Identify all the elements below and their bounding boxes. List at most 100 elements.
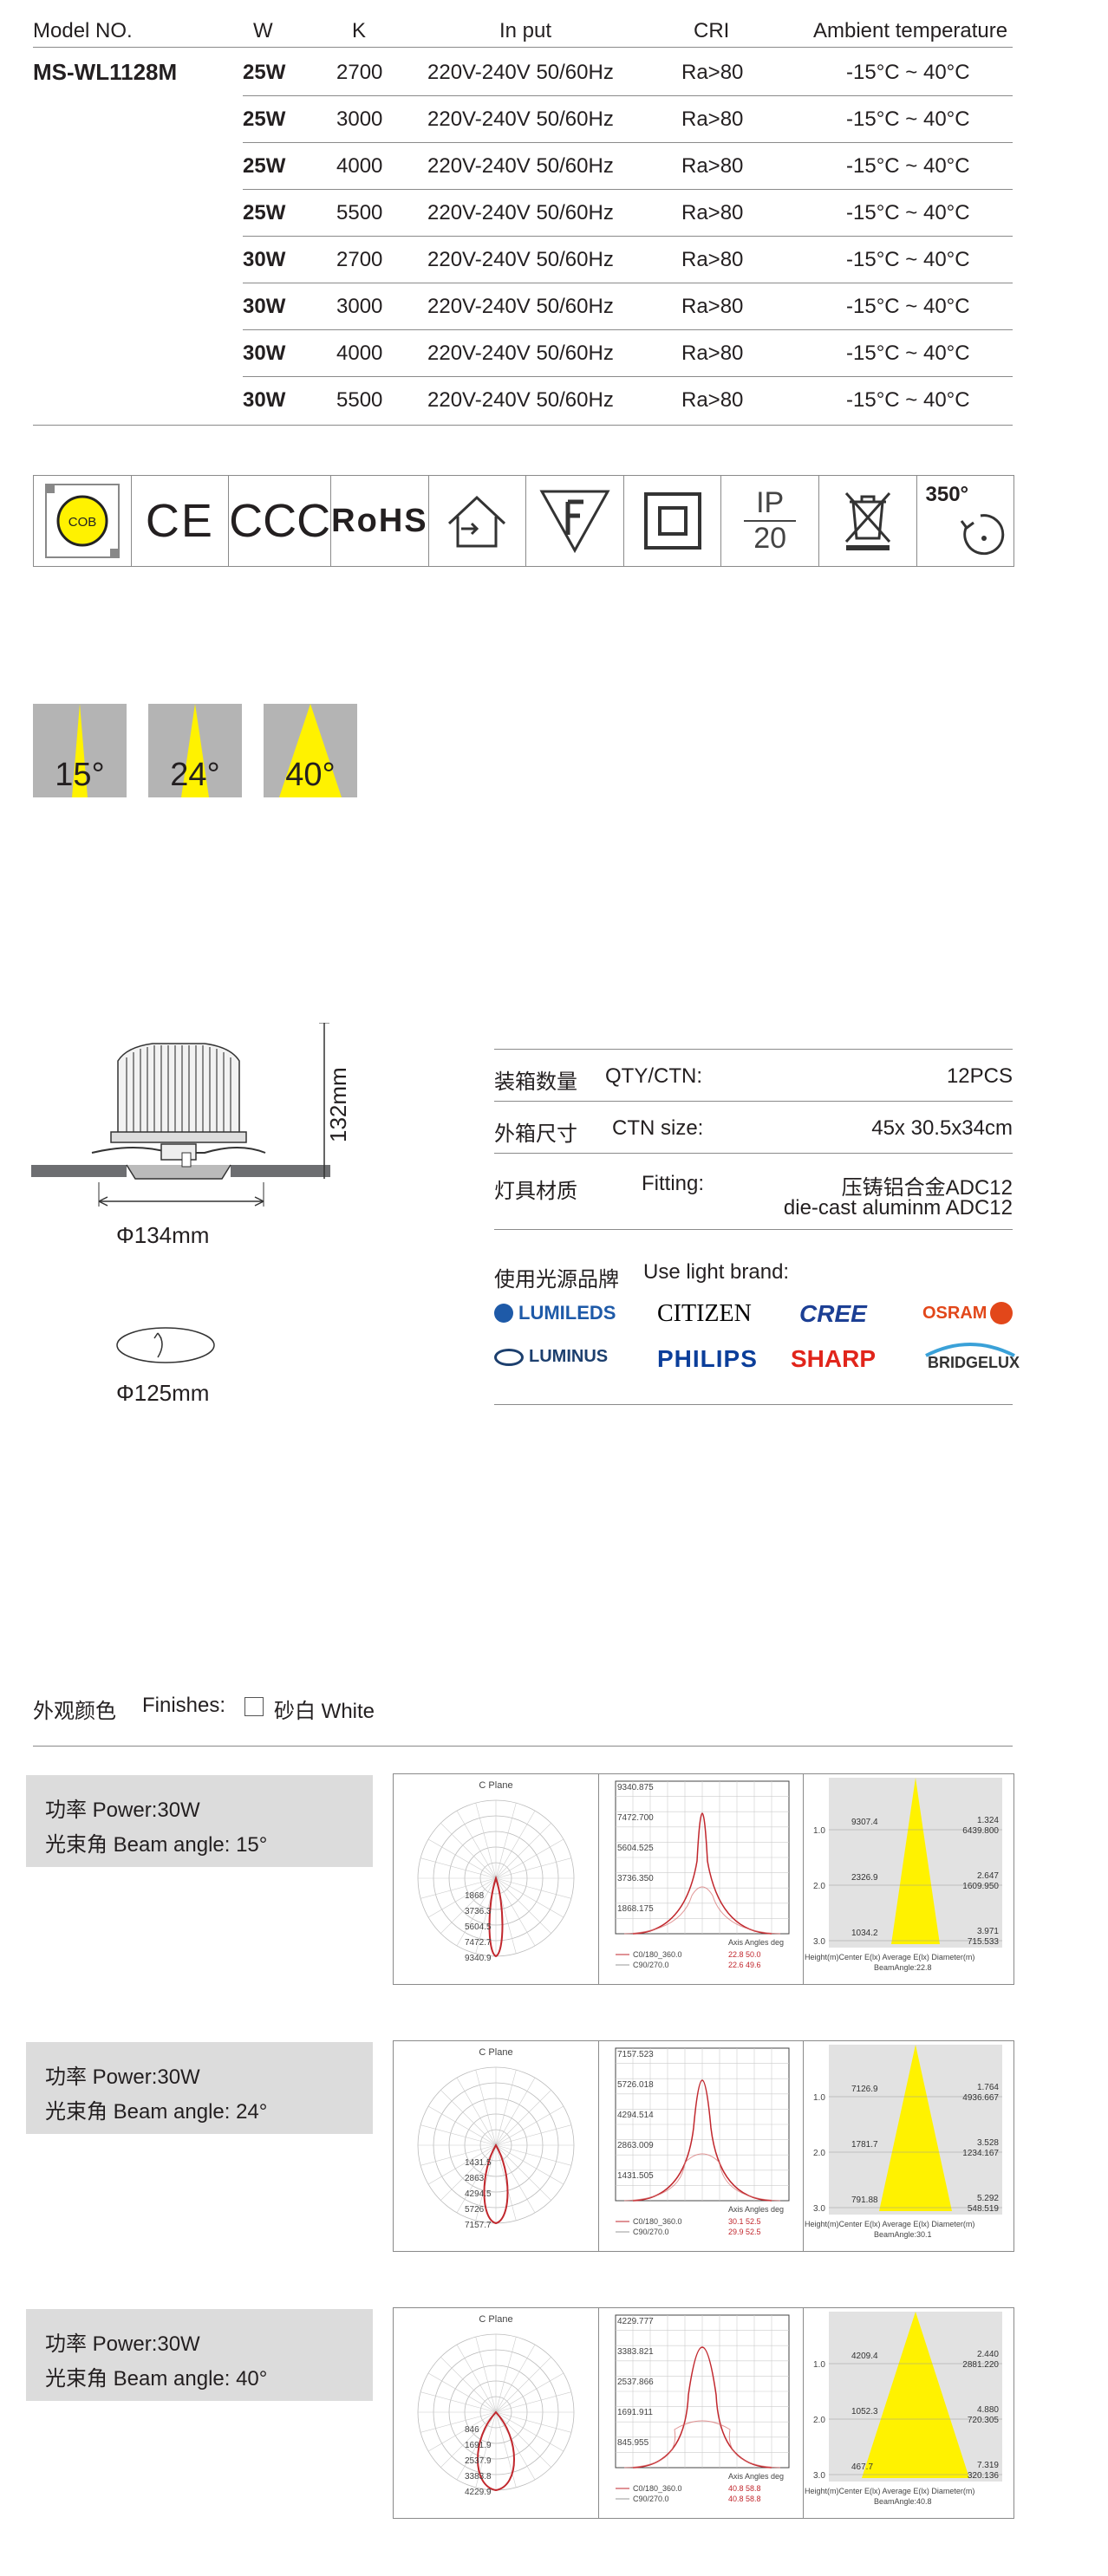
cone-height: 3.0 <box>813 2204 825 2214</box>
header-temp: Ambient temperature <box>813 19 1008 42</box>
ce-icon: CE <box>132 476 230 566</box>
cone-footer: Height(m)Center E(lx) Average E(lx) Diam… <box>805 2220 974 2228</box>
polar-value: 2537.9 <box>465 2456 492 2466</box>
beam-angle-label: 光束角 Beam angle: 24° <box>45 2100 268 2124</box>
power-label: 功率 Power:30W <box>45 2332 200 2356</box>
certification-strip: COB CE CCC RoHS IP 20 350° <box>33 475 1014 567</box>
cell-cri: Ra>80 <box>681 154 744 178</box>
cell-input: 220V-240V 50/60Hz <box>427 154 614 178</box>
side-view-drawing <box>31 1022 361 1231</box>
header-cri: CRI <box>694 19 730 42</box>
model-number: MS-WL1128M <box>33 59 178 85</box>
polar-value: 3383.8 <box>465 2472 492 2482</box>
qty-label-en: QTY/CTN: <box>605 1064 702 1088</box>
spec-table-header: Model NO. W K In put CRI Ambient tempera… <box>33 17 1013 48</box>
ip20-icon: IP 20 <box>721 476 819 566</box>
linear-y-value: 1868.175 <box>617 1904 654 1914</box>
weee-bin-icon <box>819 476 917 566</box>
pack-rule-1 <box>494 1049 1013 1050</box>
brand-label-zh: 使用光源品牌 <box>494 1268 619 1291</box>
cone-diameter: 4.880 <box>977 2405 999 2415</box>
angle-values-c90: 22.6 49.6 <box>728 1961 761 1969</box>
power-label: 功率 Power:30W <box>45 1799 200 1822</box>
cone-center-lux: 2326.9 <box>851 1873 878 1883</box>
polar-title: C Plane <box>479 2047 512 2058</box>
cell-k: 4000 <box>336 342 383 365</box>
cone-center-lux: 7126.9 <box>851 2085 878 2094</box>
finish-white-checkbox[interactable] <box>244 1697 264 1716</box>
legend-c0: C0/180_360.0 <box>633 1950 682 1959</box>
linear-y-value: 3736.350 <box>617 1874 654 1883</box>
angle-values-c0: 22.8 50.0 <box>728 1950 761 1959</box>
cone-footer: Height(m)Center E(lx) Average E(lx) Diam… <box>805 2487 974 2495</box>
cone-diameter: 2.440 <box>977 2350 999 2359</box>
cell-k: 4000 <box>336 154 383 178</box>
legend-c90: C90/270.0 <box>633 2495 669 2503</box>
cone-height: 2.0 <box>813 1882 825 1891</box>
fitting-value-en: die-cast aluminm ADC12 <box>783 1196 1013 1220</box>
cone-average-lux: 6439.800 <box>962 1826 999 1836</box>
cell-k: 5500 <box>336 201 383 224</box>
diameter-dimension: Φ134mm <box>116 1222 210 1248</box>
axis-angle-label: Axis Angles deg <box>728 2205 784 2214</box>
cone-beam-angle: BeamAngle:30.1 <box>874 2230 932 2239</box>
header-input: In put <box>499 19 552 42</box>
linear-y-value: 4229.777 <box>617 2317 654 2326</box>
header-k: K <box>352 19 367 42</box>
polar-value: 1431.5 <box>465 2158 492 2168</box>
cone-center-lux: 791.88 <box>851 2195 878 2205</box>
cell-k: 2700 <box>336 61 383 84</box>
cob-chip-icon: COB <box>34 476 132 566</box>
sharp-logo: SHARP <box>791 1345 877 1372</box>
linear-y-value: 2863.009 <box>617 2141 654 2150</box>
polar-title: C Plane <box>479 1780 512 1791</box>
linear-y-value: 7157.523 <box>617 2050 654 2059</box>
cell-w: 30W <box>243 295 286 318</box>
cutout-drawing <box>114 1324 217 1366</box>
beam-angle-label: 光束角 Beam angle: 15° <box>45 1833 268 1857</box>
cone-average-lux: 4936.667 <box>962 2093 999 2103</box>
class-ii-home-icon <box>429 476 527 566</box>
linear-y-value: 5726.018 <box>617 2080 654 2090</box>
cell-w: 25W <box>243 61 286 84</box>
finishes-label-zh: 外观颜色 <box>33 1700 116 1723</box>
cone-average-lux: 320.136 <box>968 2471 1000 2481</box>
cone-center-lux: 1052.3 <box>851 2407 878 2417</box>
cone-height: 3.0 <box>813 1937 825 1947</box>
pack-rule-2 <box>494 1101 1013 1102</box>
bridgelux-arc-icon <box>925 1343 1015 1357</box>
cone-height: 1.0 <box>813 1826 825 1836</box>
header-model: Model NO. <box>33 19 133 42</box>
cone-average-lux: 1234.167 <box>962 2149 999 2158</box>
finishes-rule <box>33 1746 1013 1747</box>
cell-k: 3000 <box>336 295 383 318</box>
beam-angle-40: 40° <box>264 704 357 797</box>
cone-average-lux: 715.533 <box>968 1937 1000 1947</box>
height-dimension: 132mm <box>325 1067 351 1142</box>
cell-cri: Ra>80 <box>681 388 744 412</box>
linear-y-value: 845.955 <box>617 2438 649 2448</box>
cell-input: 220V-240V 50/60Hz <box>427 295 614 318</box>
polar-value: 2863 <box>465 2174 485 2183</box>
power-beam-box: 功率 Power:30W 光束角 Beam angle: 15° <box>26 1775 373 1867</box>
cone-height: 1.0 <box>813 2093 825 2103</box>
legend-c0: C0/180_360.0 <box>633 2484 682 2493</box>
cone-average-lux: 548.519 <box>968 2204 1000 2214</box>
polar-value: 3736.3 <box>465 1907 492 1916</box>
axis-angle-label: Axis Angles deg <box>728 1938 784 1947</box>
osram-logo: OSRAM <box>922 1302 1013 1324</box>
cell-temp: -15°C ~ 40°C <box>846 107 970 131</box>
philips-logo: PHILIPS <box>657 1345 758 1372</box>
